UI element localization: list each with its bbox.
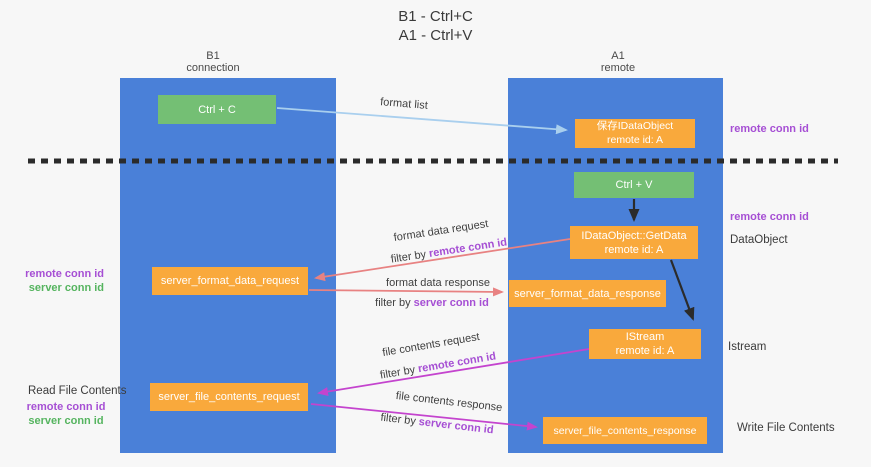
lane-b1-subtitle: connection xyxy=(186,62,240,74)
ctrl-c-label: Ctrl + C xyxy=(198,103,236,116)
lane-header-a1: A1 remote xyxy=(558,50,678,74)
filter-by-text: filter by xyxy=(379,363,417,382)
label-dataobject: DataObject xyxy=(730,234,788,246)
ctrl-v-label: Ctrl + V xyxy=(615,179,653,191)
label-remote-conn-id-right-top: remote conn id xyxy=(730,123,809,135)
label-server-conn-id-left-bottom: server conn id xyxy=(28,414,104,427)
diagram-title: B1 - Ctrl+C A1 - Ctrl+V xyxy=(0,7,871,45)
label-file-contents-response: file contents response xyxy=(395,389,503,415)
label-format-list: format list xyxy=(379,96,429,112)
lane-a1-title: A1 xyxy=(611,50,625,62)
node-server-format-data-request: server_format_data_request xyxy=(152,267,308,295)
label-read-file-contents: Read File Contents xyxy=(28,385,127,397)
title-line-2: A1 - Ctrl+V xyxy=(398,27,473,44)
lane-b1-title: B1 xyxy=(206,50,220,62)
server-format-data-response-label: server_format_data_response xyxy=(514,287,661,300)
node-idataobject-getdata: IDataObject::GetData remote id: A xyxy=(570,226,698,259)
save-idataobject-line1: 保存IDataObject xyxy=(596,120,674,132)
node-server-file-contents-response: server_file_contents_response xyxy=(543,417,707,444)
label-format-data-response: format data response xyxy=(386,277,490,289)
label-istream: Istream xyxy=(728,341,767,353)
left-conn-id-group: remote conn id server conn id xyxy=(24,267,104,295)
node-ctrl-v: Ctrl + V xyxy=(574,172,694,198)
node-server-file-contents-request: server_file_contents_request xyxy=(150,383,308,411)
getdata-line2: remote id: A xyxy=(604,243,664,256)
istream-line2: remote id: A xyxy=(615,345,675,357)
label-remote-conn-id-left-bottom: remote conn id xyxy=(26,401,106,413)
node-save-idataobject: 保存IDataObject remote id: A xyxy=(575,119,695,148)
server-format-data-request-label: server_format_data_request xyxy=(160,275,300,287)
label-remote-conn-id-right-mid: remote conn id xyxy=(730,211,809,223)
remote-conn-id-text: remote conn id xyxy=(428,236,508,260)
filter-by-text: filter by xyxy=(379,411,417,428)
filter-by-text: filter by xyxy=(375,297,411,309)
remote-conn-id-text: remote conn id xyxy=(417,350,497,376)
server-file-contents-response-label: server_file_contents_response xyxy=(553,424,697,437)
node-server-format-data-response: server_format_data_response xyxy=(509,280,666,307)
label-remote-conn-id-left: remote conn id xyxy=(25,268,104,280)
istream-line1: IStream xyxy=(625,331,665,343)
lane-a1-subtitle: remote xyxy=(600,62,636,74)
server-conn-id-text: server conn id xyxy=(418,415,495,437)
arrow-format-data-response xyxy=(308,287,504,297)
label-write-file-contents: Write File Contents xyxy=(737,422,835,434)
filter-by-text: filter by xyxy=(390,248,427,266)
node-istream: IStream remote id: A xyxy=(589,329,701,359)
server-file-contents-request-label: server_file_contents_request xyxy=(158,391,300,403)
node-ctrl-c: Ctrl + C xyxy=(158,95,276,124)
title-line-1: B1 - Ctrl+C xyxy=(398,8,473,25)
lane-header-b1: B1 connection xyxy=(153,50,273,74)
server-conn-id-text: server conn id xyxy=(413,297,489,309)
getdata-line1: IDataObject::GetData xyxy=(581,229,687,242)
left-conn-id-group-bottom: remote conn id server conn id xyxy=(24,401,108,428)
save-idataobject-line2: remote id: A xyxy=(606,133,664,146)
label-server-conn-id-left: server conn id xyxy=(28,282,104,294)
